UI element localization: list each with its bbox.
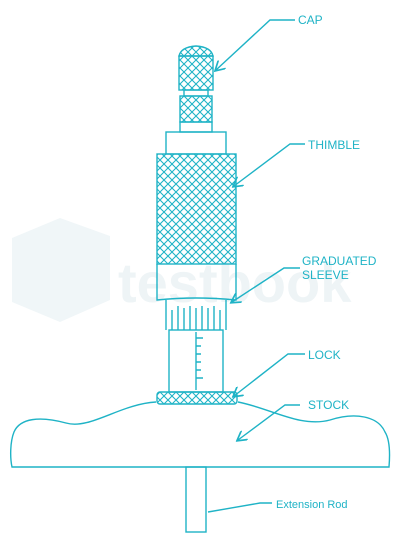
- stock-leader: [238, 404, 300, 440]
- micrometer-drawing: [9, 19, 391, 533]
- lock-leader: [234, 353, 305, 396]
- cap: [165, 45, 227, 155]
- thimble-label: THIMBLE: [308, 138, 360, 152]
- sleeve-leader: [232, 267, 300, 302]
- extension-rod-label: Extension Rod: [276, 499, 348, 511]
- thimble-leader: [234, 143, 305, 186]
- cap-label: CAP: [298, 13, 323, 27]
- cap-leader: [216, 19, 295, 70]
- lock-ring: [156, 391, 238, 405]
- extension-rod: [185, 466, 207, 533]
- graduated-label: GRADUATED: [302, 254, 377, 268]
- rod-leader: [207, 502, 272, 513]
- stock-label: STOCK: [308, 398, 349, 412]
- thimble: [156, 153, 237, 265]
- sleeve-label: SLEEVE: [302, 268, 349, 282]
- lock-label: LOCK: [308, 348, 341, 362]
